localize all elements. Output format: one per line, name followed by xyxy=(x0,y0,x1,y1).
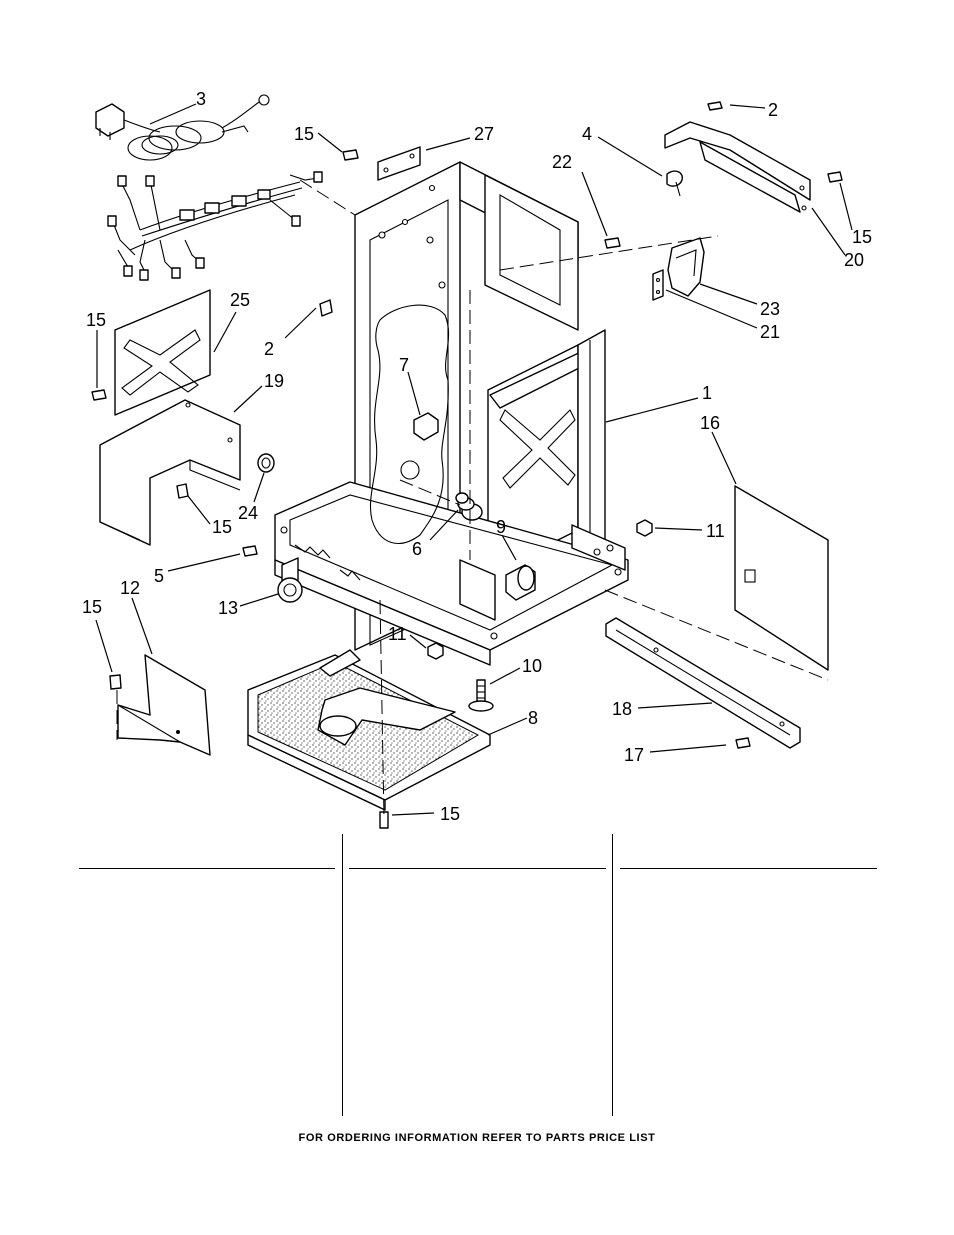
callout-12: 12 xyxy=(120,578,140,598)
callout-2: 2 xyxy=(264,339,274,359)
parts-list-rule-middle xyxy=(349,868,606,869)
callout-13: 13 xyxy=(218,598,238,618)
callout-labels: 3 2 15 27 4 22 15 20 25 15 2 23 21 19 7 … xyxy=(82,89,872,824)
grommet-24 xyxy=(257,453,275,473)
nuts xyxy=(427,519,653,660)
bracket-23 xyxy=(667,237,705,297)
callout-10: 10 xyxy=(522,656,542,676)
power-cord xyxy=(95,94,270,161)
top-bracket-20 xyxy=(664,121,811,213)
callout-1: 1 xyxy=(702,383,712,403)
callout-20: 20 xyxy=(844,250,864,270)
callout-15: 15 xyxy=(852,227,872,247)
callout-2: 2 xyxy=(768,100,778,120)
callout-4: 4 xyxy=(582,124,592,144)
callout-17: 17 xyxy=(624,745,644,765)
callout-15: 15 xyxy=(86,310,106,330)
callout-25: 25 xyxy=(230,290,250,310)
upper-left-panel xyxy=(114,289,211,416)
component-9 xyxy=(505,564,536,601)
callout-23: 23 xyxy=(760,299,780,319)
callout-8: 8 xyxy=(528,708,538,728)
switch-6 xyxy=(455,492,483,521)
callout-15: 15 xyxy=(440,804,460,824)
side-bracket-12 xyxy=(117,654,211,756)
rail-18 xyxy=(605,617,801,749)
parts-list-divider-2 xyxy=(612,834,613,1116)
main-cabinet-frame xyxy=(274,161,629,666)
callout-15: 15 xyxy=(294,124,314,144)
parts-list-divider-1 xyxy=(342,834,343,1116)
callout-5: 5 xyxy=(154,566,164,586)
bracket-27 xyxy=(377,146,421,181)
connector-7 xyxy=(413,412,439,441)
parts-list-rule-right xyxy=(620,868,877,869)
callout-15: 15 xyxy=(82,597,102,617)
leveling-foot-10 xyxy=(468,679,494,712)
callout-11: 11 xyxy=(388,624,407,644)
callout-19: 19 xyxy=(264,371,284,391)
wire-harness xyxy=(107,171,323,281)
callout-11: 11 xyxy=(706,521,725,541)
screws xyxy=(91,101,843,829)
callout-6: 6 xyxy=(412,539,422,559)
right-side-panel xyxy=(734,485,829,671)
callout-24: 24 xyxy=(238,503,258,523)
clip-4 xyxy=(666,170,683,197)
callout-15: 15 xyxy=(212,517,232,537)
plate-21 xyxy=(652,269,664,301)
callout-7: 7 xyxy=(399,355,409,375)
callout-16: 16 xyxy=(700,413,720,433)
callout-21: 21 xyxy=(760,322,780,342)
leader-lines xyxy=(95,103,853,816)
callout-27: 27 xyxy=(474,124,494,144)
callout-22: 22 xyxy=(552,152,572,172)
bottom-pan xyxy=(247,649,491,811)
caster-13 xyxy=(277,557,303,603)
callout-9: 9 xyxy=(496,517,506,537)
left-shield xyxy=(99,399,241,546)
callout-3: 3 xyxy=(196,89,206,109)
alignment-lines xyxy=(116,179,829,819)
ordering-info-footer: FOR ORDERING INFORMATION REFER TO PARTS … xyxy=(298,1132,656,1144)
callout-18: 18 xyxy=(612,699,632,719)
parts-list-rule-left xyxy=(79,868,335,869)
